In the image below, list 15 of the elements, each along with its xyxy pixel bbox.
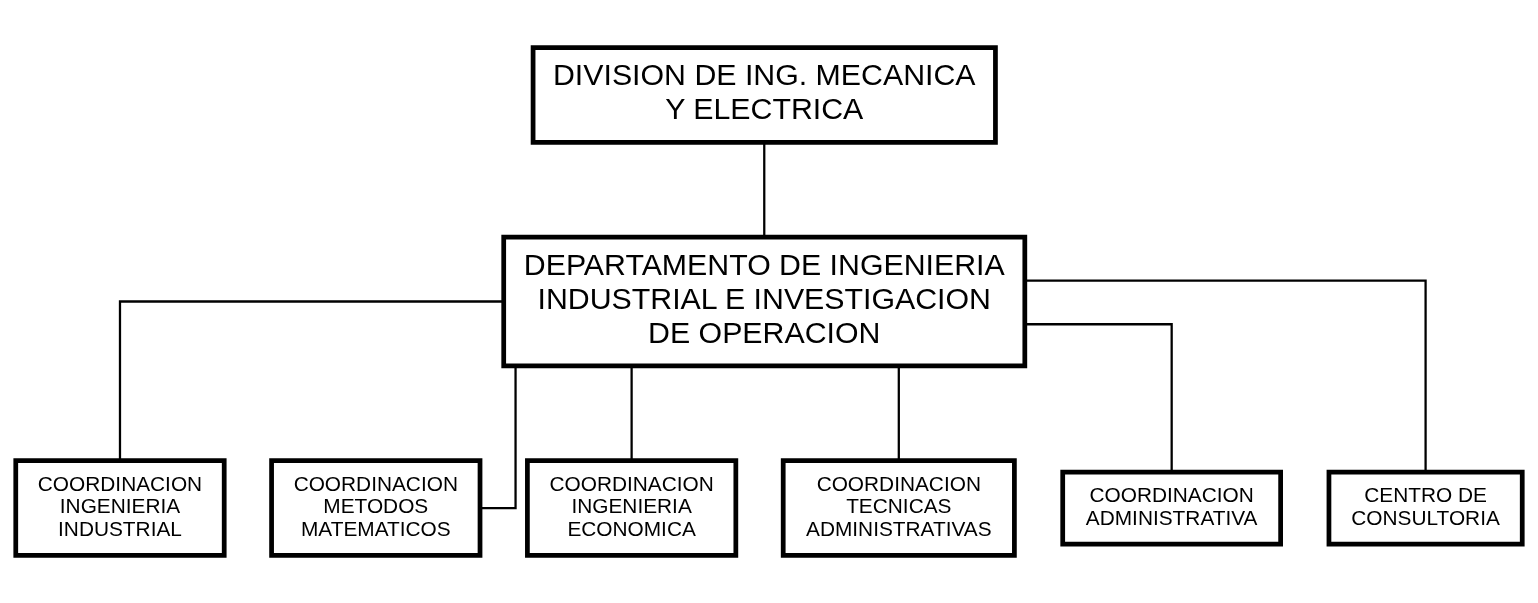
connector (118, 300, 504, 461)
connector (1025, 279, 1427, 472)
node-box: CENTRO DE CONSULTORIA (1326, 469, 1525, 547)
node-box: DIVISION DE ING. MECANICA Y ELECTRICA (530, 45, 998, 145)
connector (630, 366, 633, 461)
connector (897, 366, 900, 461)
connector (480, 366, 517, 510)
node-box: COORDINACION INGENIERIA INDUSTRIAL (13, 458, 227, 558)
node-box: COORDINACION INGENIERIA ECONOMICA (525, 458, 739, 558)
connector (763, 142, 766, 237)
node-box: COORDINACION TECNICAS ADMINISTRATIVAS (780, 458, 1017, 558)
node-box: DEPARTAMENTO DE INGENIERIA INDUSTRIAL E INVESTIGACION DE OPERACION (501, 234, 1028, 369)
connector (1025, 323, 1173, 472)
node-box: COORDINACION ADMINISTRATIVA (1060, 469, 1283, 547)
node-box: COORDINACION METODOS MATEMATICOS (269, 458, 483, 558)
